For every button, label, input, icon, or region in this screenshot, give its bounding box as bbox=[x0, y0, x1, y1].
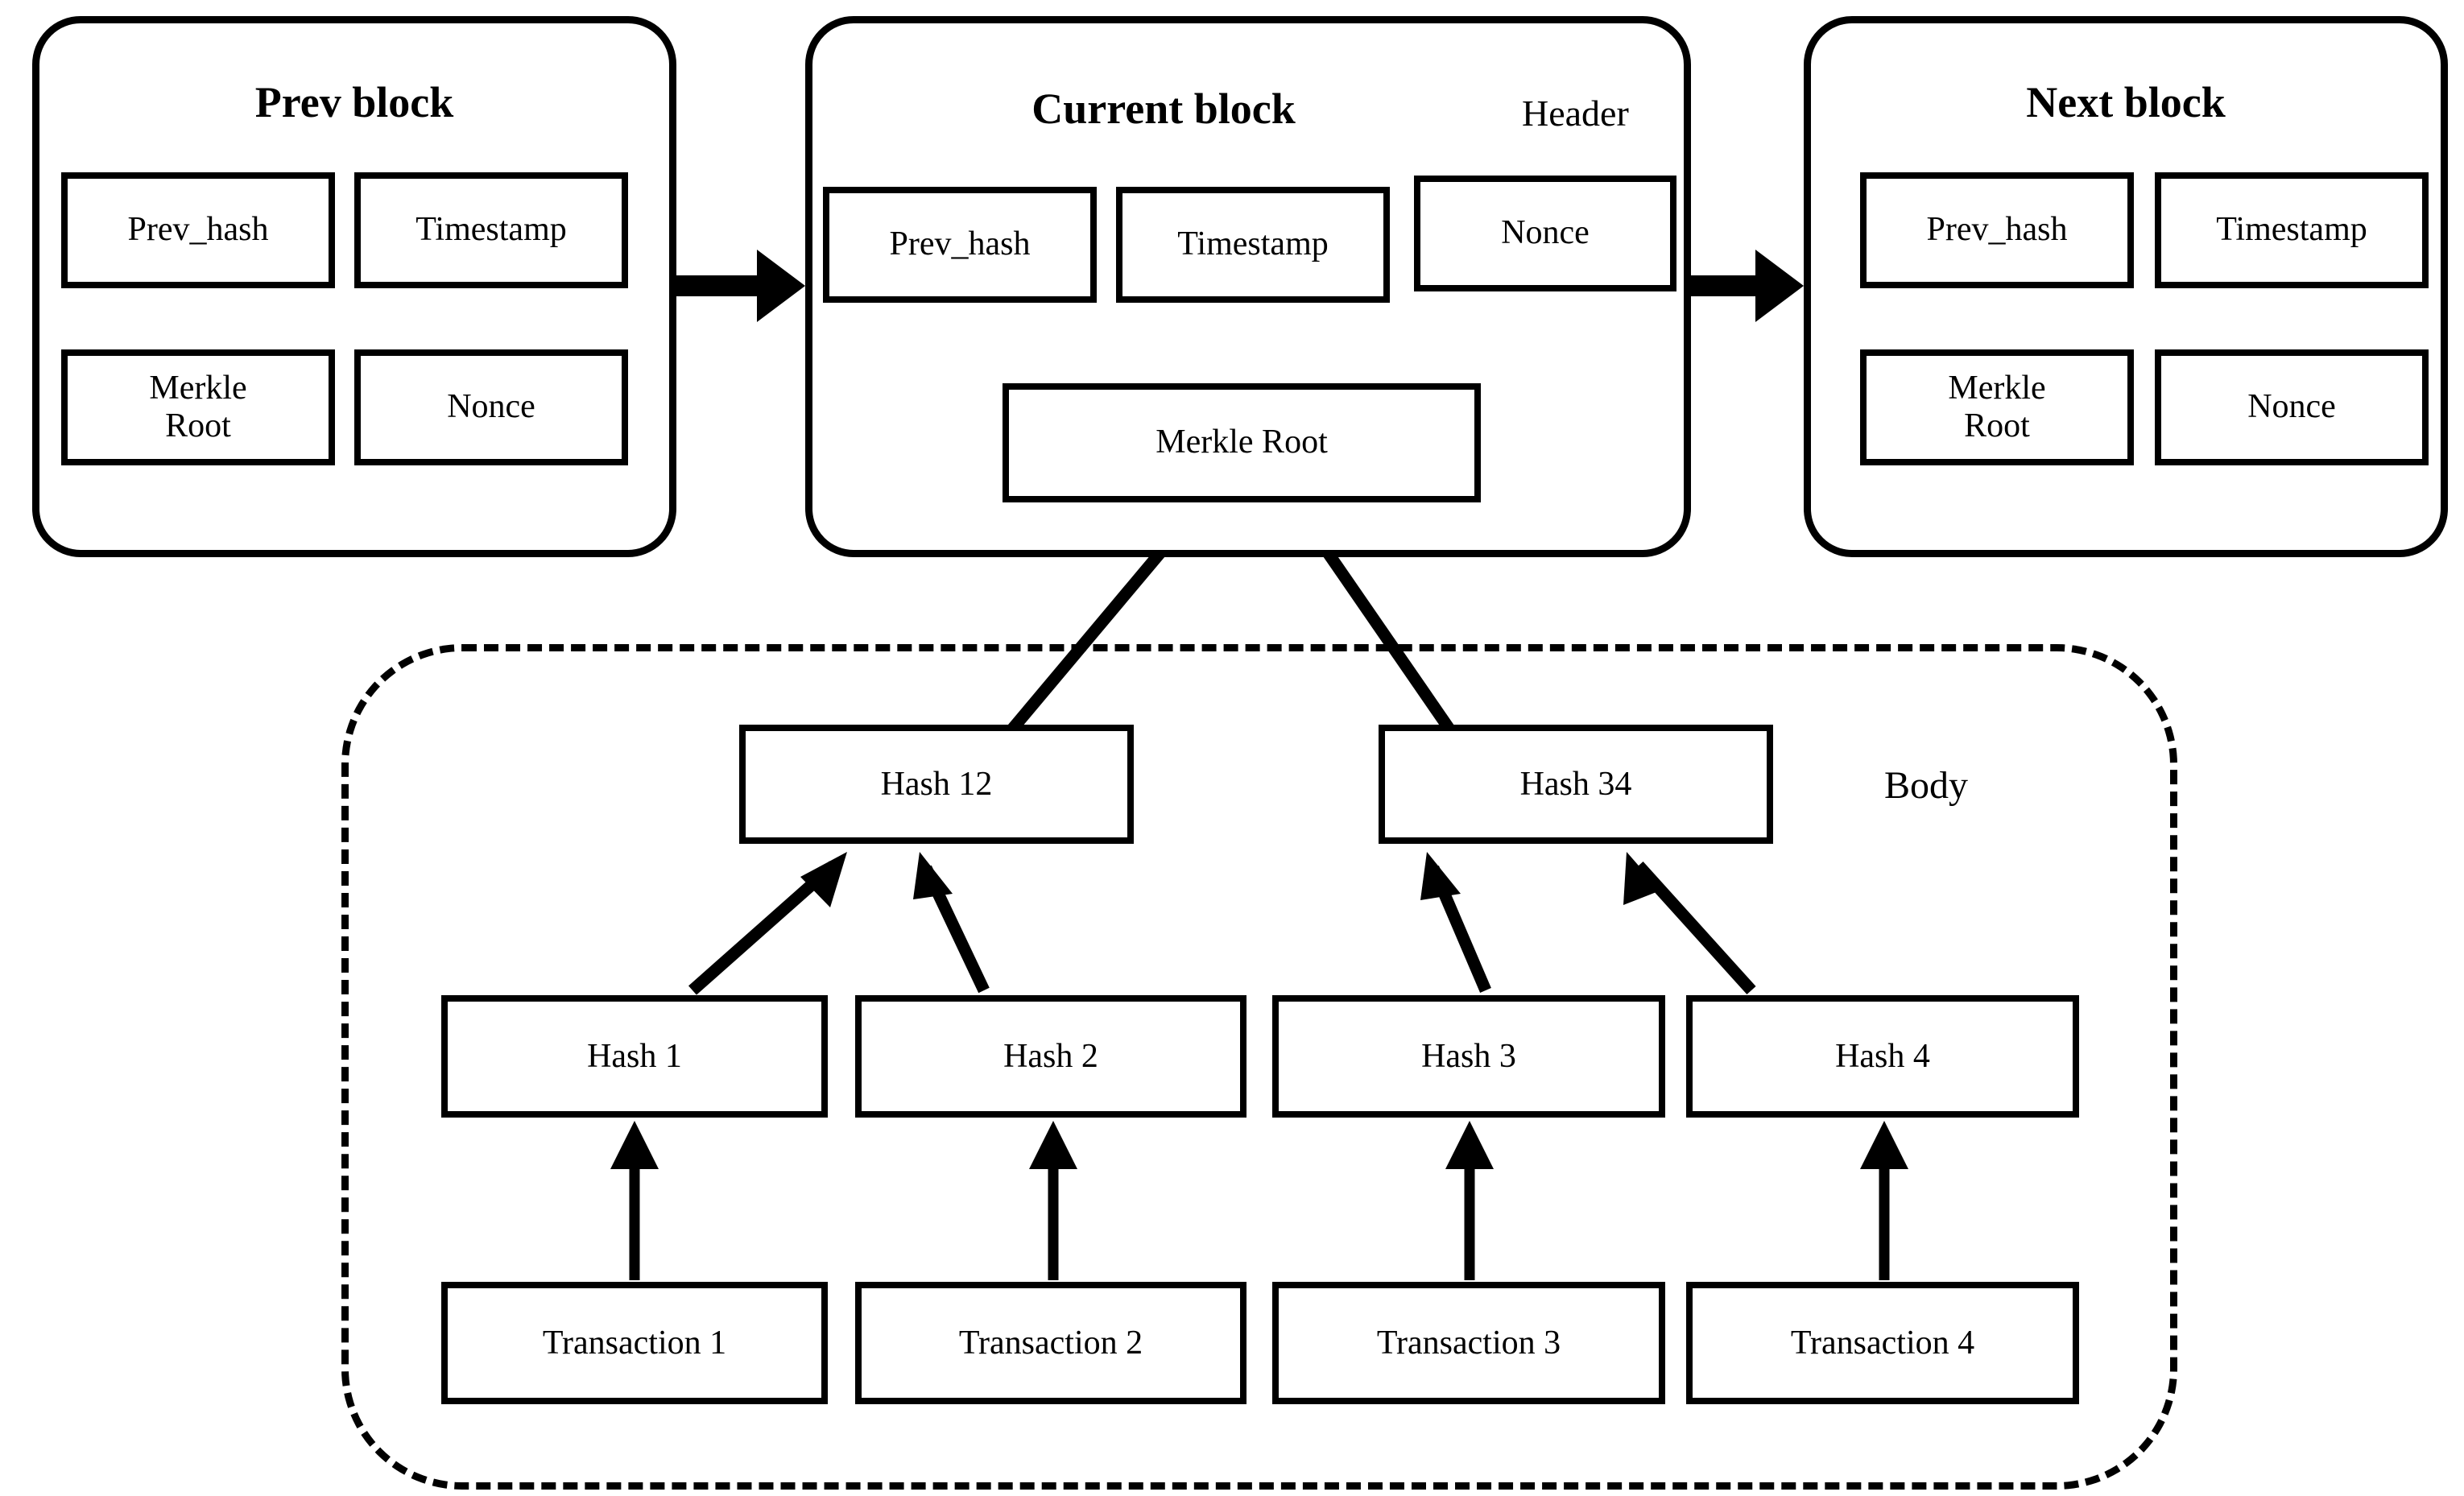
body-node-hash-12[interactable]: Hash 12 bbox=[739, 725, 1134, 844]
prev-block-field-merkle-root[interactable]: Merkle Root bbox=[61, 349, 335, 465]
body-node-transaction-4[interactable]: Transaction 4 bbox=[1686, 1282, 2079, 1404]
body-node-hash-34[interactable]: Hash 34 bbox=[1379, 725, 1773, 844]
current-block-field-merkle-root[interactable]: Merkle Root bbox=[1003, 383, 1481, 502]
body-node-hash-1[interactable]: Hash 1 bbox=[441, 995, 828, 1118]
next-block-field-nonce[interactable]: Nonce bbox=[2155, 349, 2429, 465]
chain-arrow-prev-to-current bbox=[676, 250, 805, 322]
body-node-hash-4[interactable]: Hash 4 bbox=[1686, 995, 2079, 1118]
body-node-transaction-3[interactable]: Transaction 3 bbox=[1272, 1282, 1665, 1404]
next-block-field-merkle-root[interactable]: Merkle Root bbox=[1860, 349, 2134, 465]
body-node-hash-2[interactable]: Hash 2 bbox=[855, 995, 1246, 1118]
next-block-title: Next block bbox=[2026, 78, 2226, 126]
body-label: Body bbox=[1884, 764, 1969, 807]
body-node-transaction-2[interactable]: Transaction 2 bbox=[855, 1282, 1246, 1404]
prev-block-field-nonce[interactable]: Nonce bbox=[354, 349, 628, 465]
current-block-field-timestamp[interactable]: Timestamp bbox=[1116, 187, 1390, 303]
body-container[interactable] bbox=[341, 644, 2177, 1490]
prev-block-title: Prev block bbox=[254, 78, 454, 126]
body-node-hash-3[interactable]: Hash 3 bbox=[1272, 995, 1665, 1118]
next-block-field-prev-hash[interactable]: Prev_hash bbox=[1860, 172, 2134, 288]
current-block-field-nonce[interactable]: Nonce bbox=[1414, 176, 1676, 291]
next-block-field-timestamp[interactable]: Timestamp bbox=[2155, 172, 2429, 288]
current-block-field-prev-hash[interactable]: Prev_hash bbox=[823, 187, 1097, 303]
body-node-transaction-1[interactable]: Transaction 1 bbox=[441, 1282, 828, 1404]
current-block-header-label: Header bbox=[1522, 93, 1629, 134]
prev-block-field-prev-hash[interactable]: Prev_hash bbox=[61, 172, 335, 288]
chain-arrow-current-to-next bbox=[1675, 250, 1804, 322]
current-block-title: Current block bbox=[1031, 85, 1296, 133]
prev-block-field-timestamp[interactable]: Timestamp bbox=[354, 172, 628, 288]
